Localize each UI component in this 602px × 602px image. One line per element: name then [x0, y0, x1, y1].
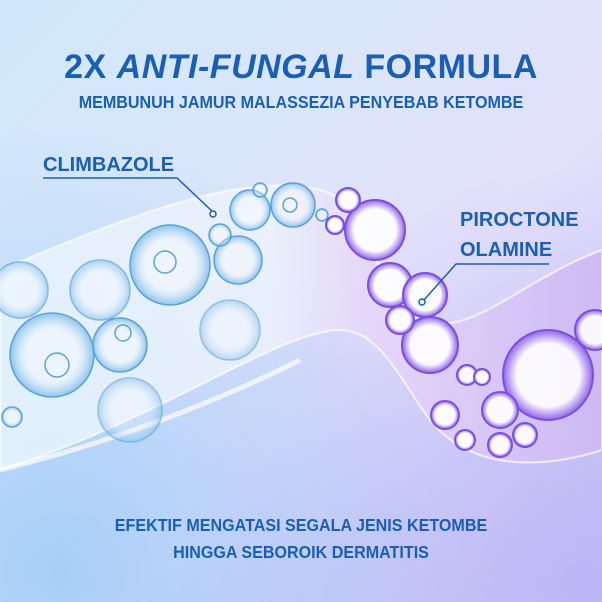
headline-emphasis: ANTI-FUNGAL: [116, 48, 355, 86]
callout-lines: [43, 177, 549, 306]
purple-bubbles: [325, 187, 602, 458]
callout-climbazole: CLIMBAZOLE: [43, 154, 175, 176]
callout-line1: PIROCTONE: [460, 209, 579, 231]
blue-bubbles: [0, 182, 329, 443]
footer-text: EFEKTIF MENGATASI SEGALA JENIS KETOMBE H…: [24, 512, 578, 566]
callout-piroctone-olamine: PIROCTONE OLAMINE: [460, 205, 579, 265]
headline-prefix: 2X: [64, 48, 107, 86]
footer-line1: EFEKTIF MENGATASI SEGALA JENIS KETOMBE: [114, 515, 488, 535]
headline: 2X ANTI-FUNGAL FORMULA: [0, 48, 602, 87]
footer-line2: HINGGA SEBOROIK DERMATITIS: [173, 542, 429, 562]
subheadline: MEMBUNUH JAMUR MALASSEZIA PENYEBAB KETOM…: [78, 92, 524, 112]
callout-line2: OLAMINE: [460, 239, 553, 261]
headline-suffix: FORMULA: [364, 48, 538, 86]
